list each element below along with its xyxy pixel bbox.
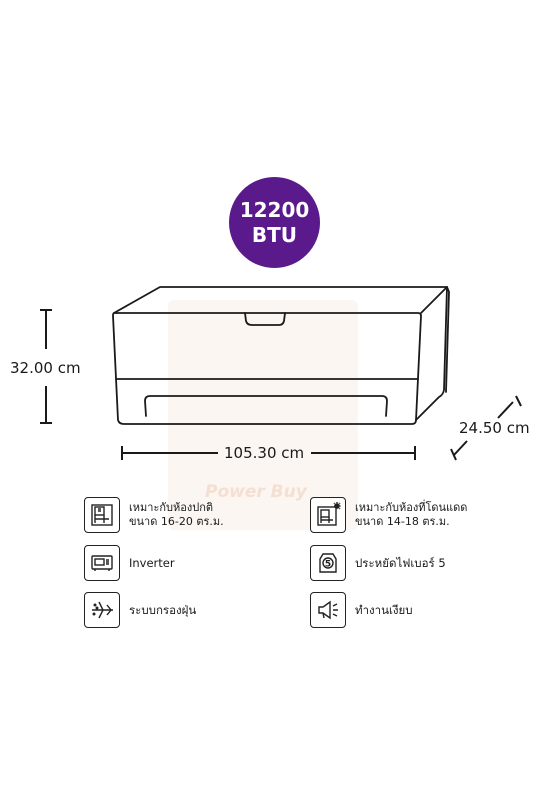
depth-label: 24.50 cm [459,419,530,437]
energy-label-5-icon: 5 [310,545,346,581]
feature-sunny-room-line2: ขนาด 14-18 ตร.ม. [355,515,450,528]
air-filter-icon [84,592,120,628]
feature-inverter: Inverter [84,545,175,581]
quiet-operation-icon [310,592,346,628]
watermark-logo-text: Power Buy [205,482,307,502]
feature-sunny-room: เหมาะกับห้องที่โดนแดด ขนาด 14-18 ตร.ม. [310,497,467,533]
feature-energy: 5 ประหยัดไฟเบอร์ 5 [310,545,446,581]
btu-badge: 12200 BTU [229,177,320,268]
height-label: 32.00 cm [10,359,81,377]
feature-room-size-line2: ขนาด 16-20 ตร.ม. [129,515,224,528]
feature-room-size: เหมาะกับห้องปกติ ขนาด 16-20 ตร.ม. [84,497,224,533]
feature-air-filter: ระบบกรองฝุ่น [84,592,196,628]
feature-sunny-room-line1: เหมาะกับห้องที่โดนแดด [355,501,468,514]
feature-quiet: ทำงานเงียบ [310,592,413,628]
room-size-icon [84,497,120,533]
btu-value: 12200 [239,197,310,222]
watermark-panel [168,300,358,530]
feature-energy-label: ประหยัดไฟเบอร์ 5 [355,556,446,570]
width-label: 105.30 cm [224,444,305,462]
sunny-room-icon [310,497,346,533]
feature-air-filter-label: ระบบกรองฝุ่น [129,603,197,617]
svg-text:5: 5 [325,560,331,570]
inverter-icon [84,545,120,581]
feature-quiet-label: ทำงานเงียบ [355,603,413,617]
feature-inverter-label: Inverter [129,556,175,570]
btu-unit: BTU [251,222,298,247]
feature-room-size-line1: เหมาะกับห้องปกติ [129,501,214,514]
